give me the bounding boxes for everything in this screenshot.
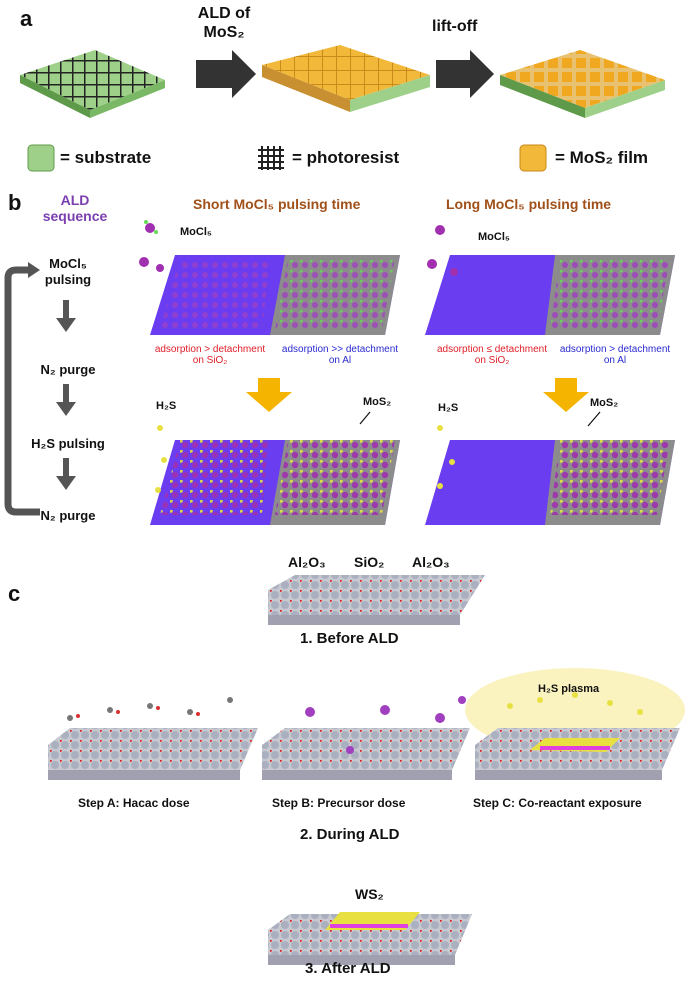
short-top-slab [150, 255, 400, 335]
panel-b-letter: b [8, 190, 22, 215]
long-sio2-note-line1: adsorption ≤ detachment [437, 344, 547, 355]
step-n2-purge-1: N₂ purge [40, 362, 96, 377]
loop-arrow [4, 266, 40, 516]
legend-photoresist-label: = photoresist [292, 148, 400, 167]
sequence-arrows [56, 300, 76, 490]
ald-sequence-title-line2: sequence [42, 208, 108, 224]
short-sio2-note-line2: on SiO₂ [192, 355, 228, 366]
ald-sequence-title: ALD sequence [40, 192, 110, 224]
legend-mos2-label: = MoS₂ film [555, 148, 649, 167]
substrate-coated-mos2 [262, 45, 430, 112]
step-h2s-pulsing: H₂S pulsing [31, 436, 105, 451]
long-pulsing-title: Long MoCl₅ pulsing time [446, 196, 612, 212]
slab-after-ald [268, 912, 472, 965]
long-al-note-line1: adsorption > detachment [559, 344, 671, 355]
mos2-label-long: MoS₂ [590, 397, 619, 409]
short-sio2-note-line1: adsorption > detachment [154, 344, 266, 355]
after-ald-label: 3. After ALD [305, 960, 391, 977]
step-mocl5-pulsing: MoCl₅ pulsing [8, 256, 128, 288]
long-top-slab [425, 255, 675, 335]
legend-substrate-label: = substrate [60, 148, 152, 167]
legend-substrate-swatch [27, 144, 55, 172]
ald-sequence-title-line1: ALD [60, 192, 90, 208]
long-sio2-note-line2: on SiO₂ [474, 355, 510, 366]
short-pulsing-title: Short MoCl₅ pulsing time [193, 196, 361, 212]
short-down-arrow [246, 378, 292, 412]
top-label-al2o3-right: Al₂O₃ [412, 554, 450, 570]
step-mocl5-line2: pulsing [44, 272, 92, 287]
slab-before-ald [268, 575, 485, 625]
step-c-label: Step C: Co-reactant exposure [473, 796, 642, 810]
mocl5-molecules-long [427, 225, 458, 276]
mos2-pointer-arrows [359, 411, 601, 427]
h2s-label-long: H₂S [438, 402, 459, 414]
step-b-label: Step B: Precursor dose [272, 796, 406, 810]
panel-a-letter: a [20, 6, 33, 31]
short-al-note-line1: adsorption >> detachment [281, 344, 399, 355]
panel-c-letter: c [8, 581, 21, 606]
legend-mos2-swatch [519, 144, 547, 172]
top-label-sio2: SiO₂ [354, 554, 385, 570]
during-ald-label: 2. During ALD [300, 826, 400, 843]
mos2-label-short: MoS₂ [363, 396, 392, 408]
slab-step-b [262, 696, 470, 780]
short-sio2-note: adsorption > detachment on SiO₂ [140, 344, 280, 366]
arrow-liftoff-label: lift-off [432, 18, 478, 35]
long-al-note: adsorption > detachment on Al [545, 344, 685, 366]
long-sio2-note: adsorption ≤ detachment on SiO₂ [422, 344, 562, 366]
step-a-label: Step A: Hacac dose [78, 796, 190, 810]
arrow-ald [196, 50, 256, 98]
h2s-label-short: H₂S [156, 400, 177, 412]
slab-step-a [48, 697, 258, 780]
substrate-patterned-mos2 [500, 50, 665, 118]
legend-photoresist-swatch [258, 146, 284, 170]
h2s-molecules-short [155, 425, 167, 493]
top-label-al2o3-left: Al₂O₃ [288, 554, 326, 570]
slab-step-c [465, 668, 685, 780]
h2s-molecules-long [437, 425, 455, 489]
arrow-liftoff [436, 50, 494, 98]
short-al-note: adsorption >> detachment on Al [270, 344, 410, 366]
long-down-arrow [543, 378, 589, 412]
substrate-with-photoresist [20, 50, 165, 118]
arrow-ald-label-line1: ALD of [197, 5, 251, 22]
arrow-ald-label-line2: MoS₂ [203, 24, 245, 41]
step-n2-purge-2: N₂ purge [40, 508, 96, 523]
mocl5-label-long: MoCl₅ [478, 231, 510, 243]
step-mocl5-line1: MoCl₅ [49, 256, 87, 271]
long-al-note-line2: on Al [603, 355, 627, 366]
arrow-ald-label: ALD of MoS₂ [184, 4, 264, 42]
short-al-note-line2: on Al [328, 355, 352, 366]
ws2-label: WS₂ [355, 886, 384, 902]
short-bottom-slab [150, 440, 400, 525]
before-ald-label: 1. Before ALD [300, 630, 399, 647]
mocl5-molecules-short [139, 220, 164, 272]
mocl5-label-short: MoCl₅ [180, 226, 212, 238]
long-bottom-slab [425, 440, 675, 525]
h2s-plasma-label: H₂S plasma [538, 683, 600, 695]
